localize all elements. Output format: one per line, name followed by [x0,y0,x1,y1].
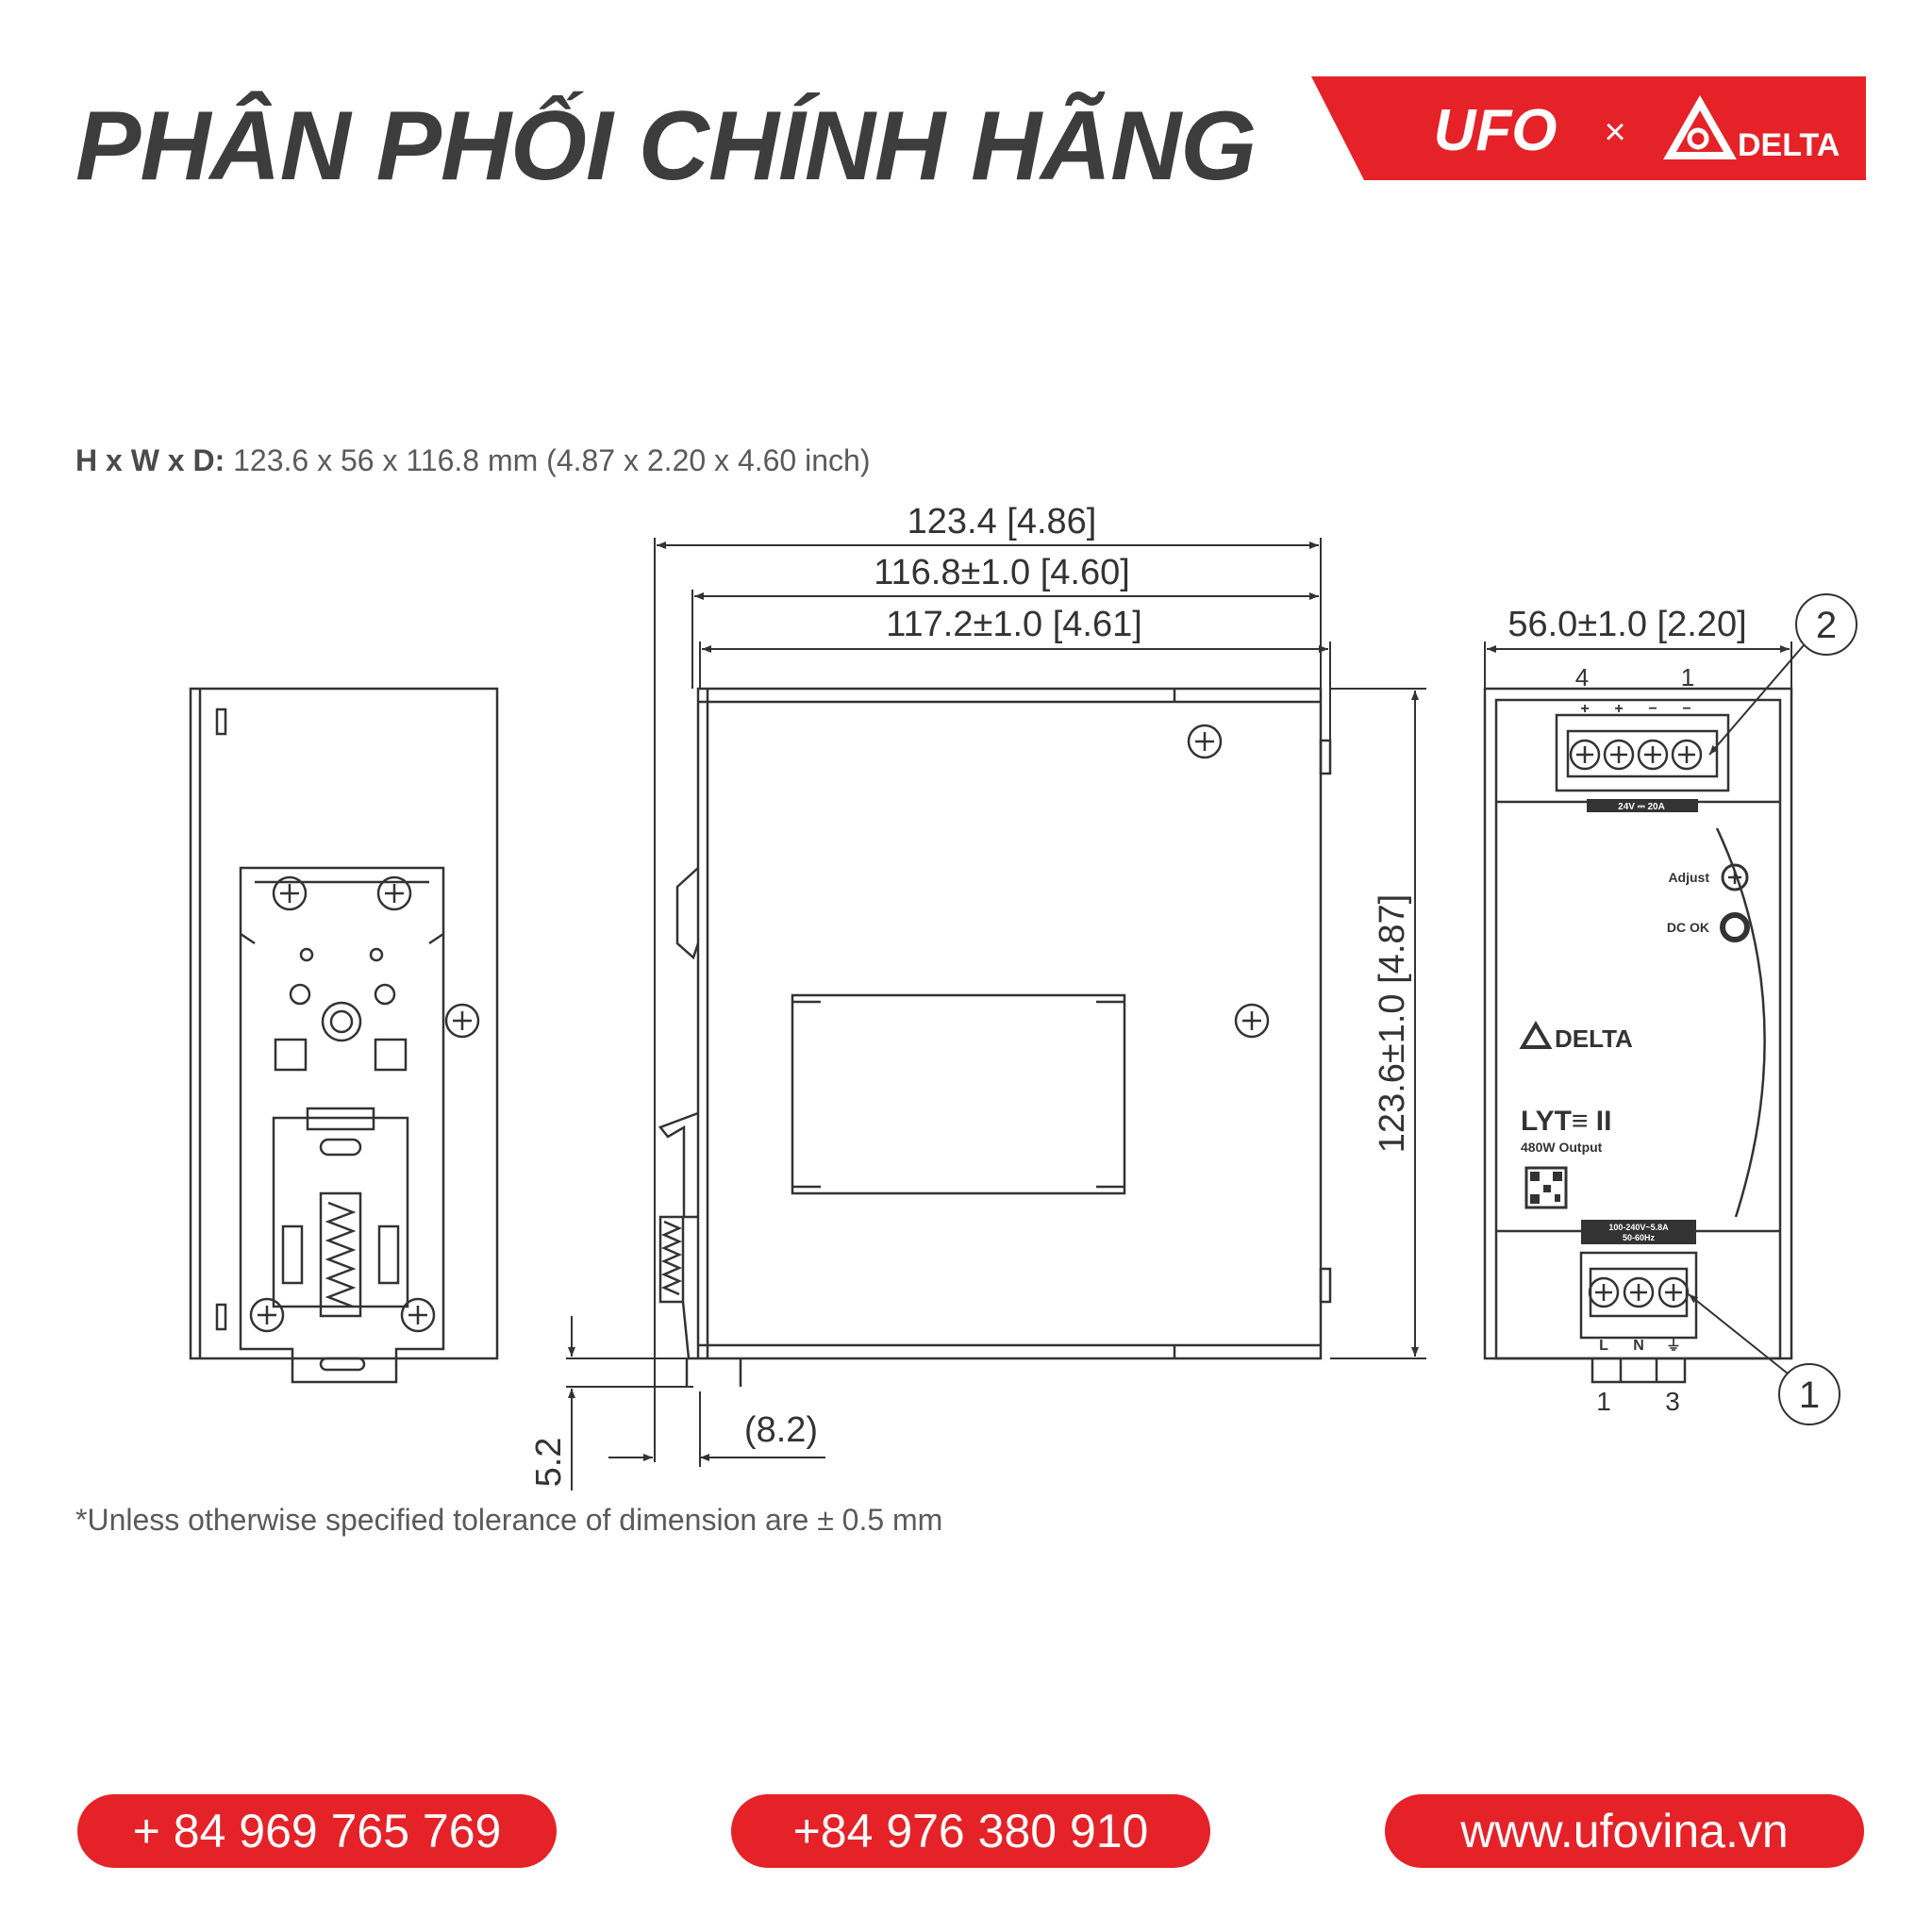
front-delta-logo-icon [1519,1021,1553,1049]
model-name: LYT≡ II [1521,1106,1611,1137]
side-clip-top [675,867,700,960]
adjust-knob-icon [1721,863,1749,891]
delta-logo-icon [1663,94,1737,159]
dim-case-depth: 117.2±1.0 [4.61] [886,605,1142,644]
ufo-logo: UFO [1434,98,1557,163]
dim-rail-offset: 5.2 [529,1438,569,1488]
output-terminal-block [1555,713,1730,792]
side-label-window [791,993,1126,1195]
rear-screw-3-icon [444,1003,480,1039]
adjust-label: Adjust [1668,870,1709,885]
dc-ok-label: DC OK [1667,920,1709,935]
tolerance-footnote: *Unless otherwise specified tolerance of… [75,1503,943,1537]
side-housing [696,687,1323,1360]
input-label-ground: ⏚ [1666,1337,1681,1354]
callout-input-circle [1778,1363,1840,1425]
side-screw-1-icon [1187,724,1223,759]
front-housing [1483,687,1793,1360]
phone-button-1[interactable]: + 84 969 765 769 [77,1794,557,1868]
spec-label: H x W x D: [75,443,225,477]
input-screw-icons [1588,1276,1690,1308]
dim-height: 123.6±1.0 [4.87] [1373,894,1412,1153]
output-polarity-1: + [1580,701,1589,717]
website-button[interactable]: www.ufovina.vn [1385,1794,1864,1868]
dim-rail-clip: (8.2) [744,1410,818,1450]
dim-overall-depth: 123.4 [4.86] [908,502,1097,541]
output-terminal-number-4: 4 [1575,663,1589,691]
output-screw-icons [1569,739,1703,771]
rear-housing [189,687,499,1360]
callout-output-circle [1795,593,1857,656]
input-label-n: N [1633,1338,1644,1354]
rear-screw-4-icon [249,1297,285,1333]
dim-body-depth: 116.8±1.0 [4.60] [874,553,1130,592]
input-label-l: L [1599,1338,1608,1354]
phone-button-2[interactable]: +84 976 380 910 [731,1794,1210,1868]
side-view [658,687,1332,1387]
front-logo-text: DELTA [1555,1024,1633,1053]
dim-width: 56.0±1.0 [2.20] [1507,605,1746,644]
dc-ok-led-icon [1720,912,1750,942]
times-sign: × [1604,111,1625,153]
delta-logo-text: DELTA [1738,127,1840,163]
side-screw-2-icon [1234,1003,1270,1039]
rear-slot-top [215,708,227,736]
output-polarity-4: − [1682,701,1690,717]
output-polarity-3: − [1648,701,1657,717]
front-din-foot [1591,1358,1687,1384]
din-clip-plate [239,866,445,1384]
output-power: 480W Output [1521,1140,1603,1155]
rear-slot-bottom [215,1303,227,1331]
side-spring [658,1215,685,1304]
callout-output-number: 2 [1816,605,1837,646]
headline: PHÂN PHỐI CHÍNH HÃNG [75,92,1257,201]
brand-band: UFO × DELTA [1311,76,1866,180]
rear-screw-2-icon [376,875,412,911]
input-rating-line2: 50-60Hz [1623,1233,1656,1242]
qr-code-icon [1524,1166,1568,1209]
input-terminal-number-1: 1 [1596,1387,1611,1416]
output-rating: 24V ⎓ 20A [1618,802,1665,812]
output-rating-tag [1587,799,1698,812]
rear-screw-5-icon [400,1297,436,1333]
callout-input-number: 1 [1799,1374,1820,1416]
front-view [1483,687,1793,1384]
input-rating-tag [1581,1220,1696,1244]
rear-view [189,687,499,1384]
spec-value: 123.6 x 56 x 116.8 mm (4.87 x 2.20 x 4.6… [233,443,871,477]
output-terminal-number-1: 1 [1681,663,1694,691]
rear-screw-1-icon [272,875,308,911]
input-rating-line1: 100-240V~5.8A [1608,1223,1669,1232]
output-polarity-2: + [1614,701,1623,717]
input-terminal-number-3: 3 [1665,1387,1680,1416]
side-clip-bottom [658,1111,699,1219]
dimension-spec: H x W x D: 123.6 x 56 x 116.8 mm (4.87 x… [75,443,870,478]
